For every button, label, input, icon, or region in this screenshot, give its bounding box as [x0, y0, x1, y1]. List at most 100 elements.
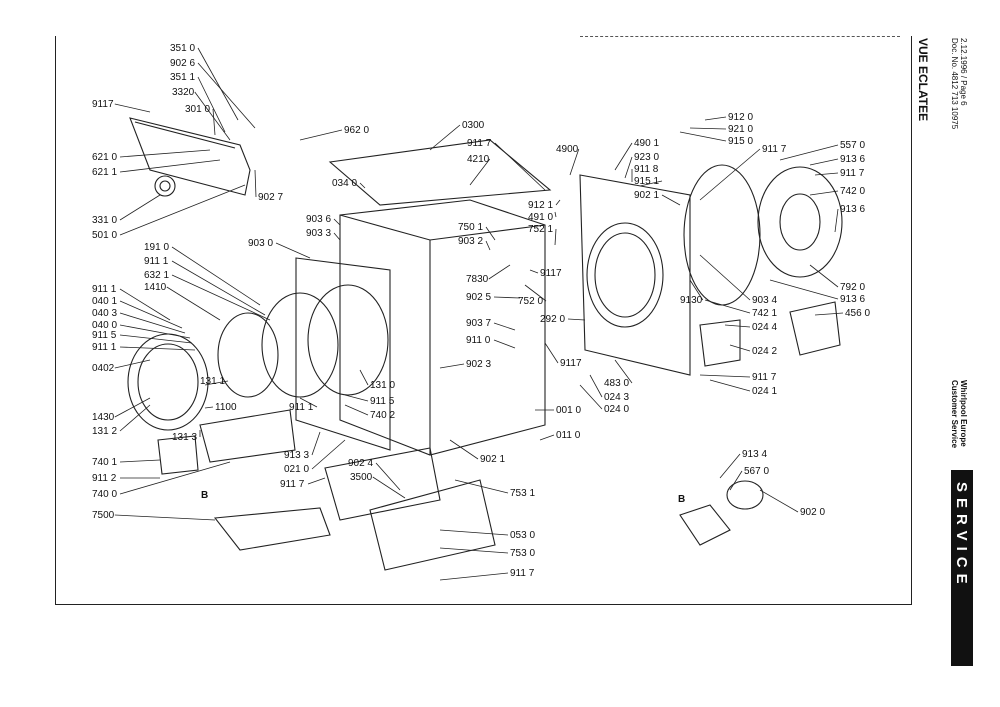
- leader-line: [114, 397, 151, 418]
- part-label: 912 1: [528, 200, 553, 211]
- part-label: 7830: [466, 274, 489, 285]
- leader-line: [809, 264, 839, 288]
- part-label: 903 4: [752, 295, 777, 306]
- part-label: 902 0: [800, 507, 825, 518]
- part-label: 913 6: [840, 154, 865, 165]
- control-knob: [154, 175, 176, 197]
- part-label: 752 1: [528, 224, 553, 235]
- part-label: 632 1: [144, 270, 169, 281]
- leader-line: [254, 169, 257, 198]
- part-label: 902 1: [480, 454, 505, 465]
- leader-line: [114, 359, 151, 369]
- leader-line: [689, 279, 704, 301]
- page-title: VUE ECLATEE: [916, 38, 930, 122]
- part-label: 1430: [92, 412, 115, 423]
- part-label: 911 5: [92, 330, 117, 341]
- leader-line: [809, 158, 839, 166]
- leader-line: [299, 129, 343, 141]
- part-outlines: [127, 117, 843, 571]
- part-label: 9130: [680, 295, 703, 306]
- leader-line: [299, 397, 318, 408]
- part-label: 9117: [540, 268, 562, 279]
- part-label: 911 7: [510, 568, 535, 579]
- leader-line: [166, 286, 221, 321]
- leader-line: [119, 288, 171, 321]
- drawer: [213, 507, 331, 551]
- lint-filter: [199, 409, 296, 463]
- part-label: 024 4: [752, 322, 777, 333]
- heater-core: [779, 193, 821, 251]
- leader-line: [119, 459, 161, 463]
- leader-line: [372, 476, 406, 499]
- motor-bracket: [789, 301, 841, 356]
- part-label: 3320: [172, 87, 195, 98]
- leader-line: [171, 260, 266, 316]
- part-label: 131 1: [200, 376, 225, 387]
- leader-line: [114, 103, 151, 113]
- front-panel: [295, 257, 391, 451]
- part-label: 911 7: [762, 144, 787, 155]
- part-label: 0300: [462, 120, 485, 131]
- leader-line: [579, 384, 603, 410]
- leader-line: [639, 180, 663, 187]
- door: [127, 333, 209, 431]
- leader-line: [589, 374, 603, 398]
- doc-date-line: 2.12.1996 / Page 6: [959, 38, 968, 106]
- leader-line: [171, 246, 261, 306]
- part-label: 483 0: [604, 378, 629, 389]
- motor-detail-drum: [726, 480, 764, 510]
- leader-line: [449, 439, 479, 460]
- part-label: 024 1: [752, 386, 777, 397]
- cabinet: [339, 199, 546, 456]
- leader-line: [709, 379, 751, 392]
- company-line-1: Whirlpool Europe: [959, 380, 968, 447]
- part-label: 752 0: [518, 296, 543, 307]
- leader-line: [119, 404, 151, 432]
- heater-housing: [757, 166, 843, 278]
- rear-panel: [579, 174, 691, 376]
- part-label: 911 1: [92, 284, 117, 295]
- leader-line: [524, 284, 547, 302]
- document-reference: 2.12.1996 / Page 6 Doc. No. 4812 713 109…: [950, 38, 968, 129]
- part-label: 9117: [92, 99, 114, 110]
- leader-line: [529, 269, 539, 274]
- part-label: 740 2: [370, 410, 395, 421]
- leader-line: [493, 339, 516, 349]
- part-label: 903 3: [306, 228, 331, 239]
- doc-number-line: Doc. No. 4812 713 10975: [950, 38, 959, 130]
- leader-line: [194, 91, 231, 141]
- part-label: 903 0: [248, 238, 273, 249]
- leader-line: [661, 194, 681, 206]
- filter-cover: [157, 435, 199, 475]
- part-label: 567 0: [744, 466, 769, 477]
- leader-line: [119, 194, 161, 221]
- part-label: 1410: [144, 282, 167, 293]
- leader-line: [729, 470, 743, 491]
- leader-line: [614, 359, 633, 384]
- leader-line: [493, 296, 521, 299]
- leader-line: [624, 156, 633, 179]
- part-label: 911 8: [634, 164, 659, 175]
- part-label: 911 5: [370, 396, 395, 407]
- control-knob-center: [159, 180, 171, 192]
- part-label: 903 7: [466, 318, 491, 329]
- part-label: 740 0: [92, 489, 117, 500]
- leader-line: [344, 394, 369, 402]
- part-label: 040 0: [92, 320, 117, 331]
- part-label: 923 0: [634, 152, 659, 163]
- leader-line: [119, 334, 193, 344]
- part-label: 750 1: [458, 222, 483, 233]
- kickplate: [369, 479, 496, 571]
- part-label: 913 4: [742, 449, 767, 460]
- part-label: 911 1: [289, 402, 314, 413]
- leader-line: [119, 346, 196, 351]
- front-panel-opening: [307, 284, 389, 396]
- leader-line: [197, 62, 256, 129]
- leader-line: [311, 431, 321, 456]
- part-label: 742 0: [840, 186, 865, 197]
- part-label: 902 5: [466, 292, 491, 303]
- leader-line: [212, 108, 216, 136]
- leader-line: [719, 453, 741, 479]
